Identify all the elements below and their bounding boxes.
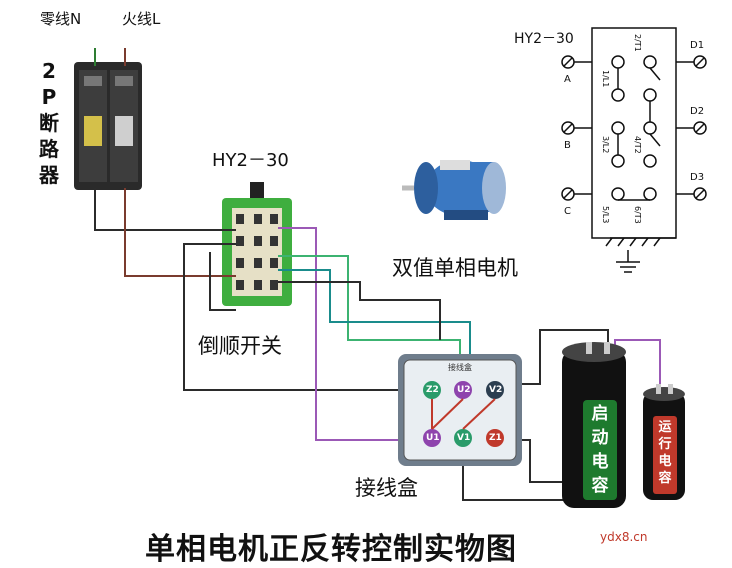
ground-icon (616, 250, 640, 273)
terminal-b: B (564, 140, 571, 151)
contact-4t2: 4/T2 (633, 136, 642, 154)
terminal-d1: D1 (690, 40, 705, 51)
schematic-model-label: HY2－30 (514, 31, 574, 47)
contact-1l1: 1/L1 (601, 70, 610, 88)
terminal-z2: Z2 (426, 385, 439, 395)
terminal-z1: Z1 (489, 433, 502, 443)
terminal-a: A (564, 74, 571, 85)
junction-box-header: 接线盒 (448, 363, 472, 372)
breaker-label: 2P断路器 (39, 59, 59, 187)
motor-name-label: 双值单相电机 (392, 256, 518, 280)
contact-6t3: 6/T3 (633, 206, 642, 224)
start-capacitor (562, 342, 626, 508)
contact-5l3: 5/L3 (601, 206, 610, 224)
contact-3l2: 3/L2 (601, 136, 610, 154)
junction-box (398, 354, 522, 466)
terminal-v1: V1 (457, 433, 471, 443)
terminal-u1: U1 (426, 433, 440, 443)
terminal-d2: D2 (690, 106, 705, 117)
terminal-c: C (564, 206, 571, 217)
breaker-icon (74, 48, 142, 190)
run-capacitor (643, 384, 685, 500)
contact-2t1: 2/T1 (633, 34, 642, 52)
terminal-u2: U2 (457, 385, 471, 395)
run-capacitor-label: 运行电容 (658, 420, 672, 486)
junction-box-label: 接线盒 (355, 476, 418, 500)
terminal-v2: V2 (489, 385, 503, 395)
watermark-text: ydx8.cn (600, 530, 648, 544)
page-title: 单相电机正反转控制实物图 (145, 532, 517, 567)
terminal-d3: D3 (690, 172, 705, 183)
start-capacitor-label: 启动电容 (591, 404, 609, 496)
live-label: 火线L (122, 10, 161, 28)
reversing-switch (222, 182, 292, 306)
switch-schematic (561, 27, 707, 247)
motor-icon (402, 160, 506, 220)
switch-model-label: HY2－30 (212, 150, 289, 171)
neutral-label: 零线N (40, 10, 82, 28)
switch-name-label: 倒顺开关 (198, 334, 282, 358)
